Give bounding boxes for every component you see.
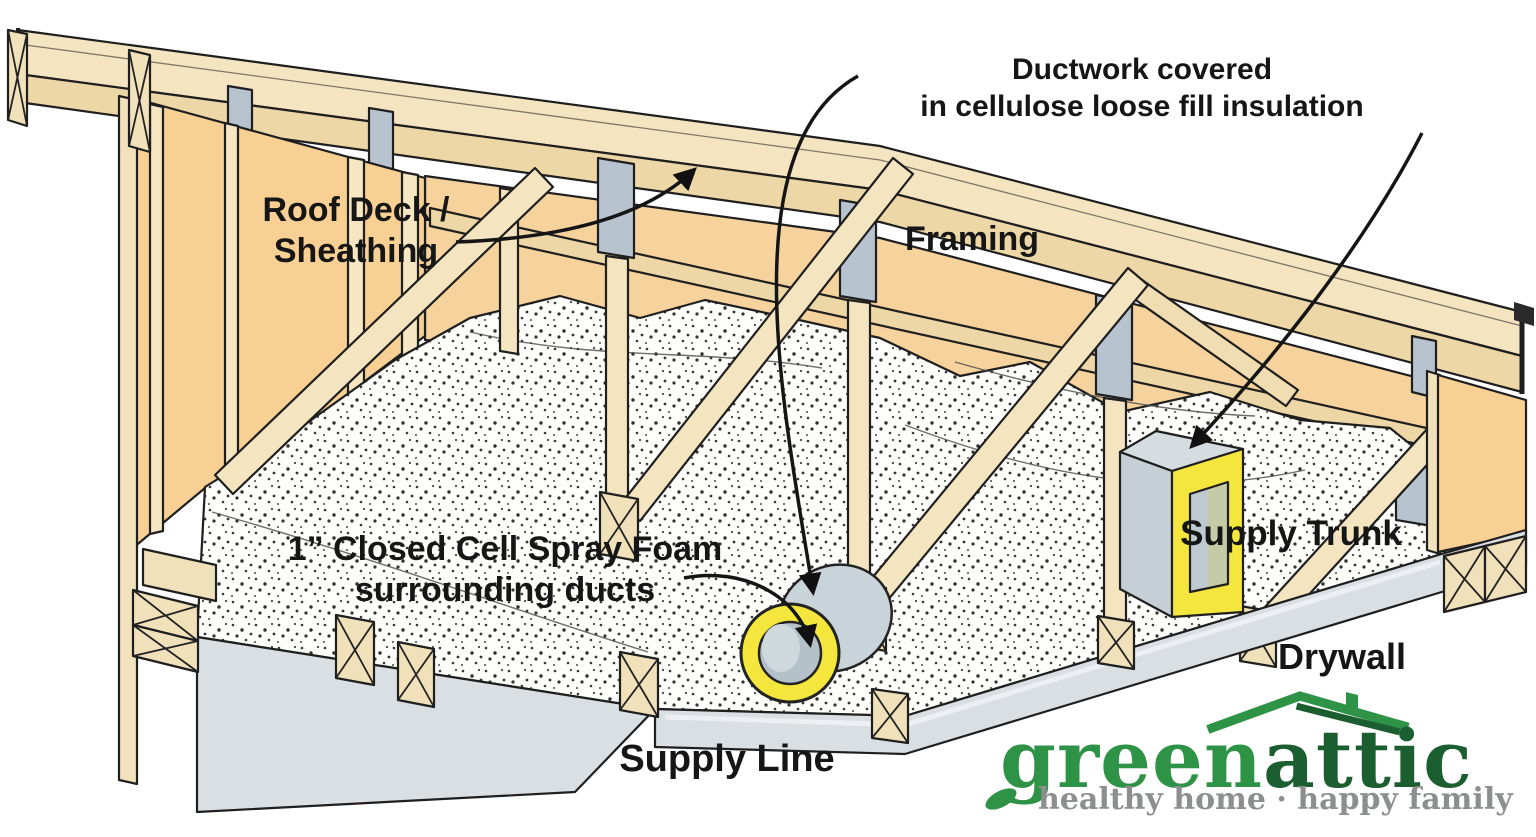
logo-roof-icon bbox=[1206, 691, 1410, 736]
roof-gusset-plates bbox=[226, 84, 1438, 400]
truss-diagonals bbox=[213, 156, 1448, 636]
label-drywall: Drywall bbox=[1277, 636, 1407, 677]
logo-word-attic: attic bbox=[1263, 712, 1473, 806]
supply-trunk-duct bbox=[1118, 429, 1245, 619]
right-wall bbox=[1425, 369, 1528, 556]
label-roof-deck-line1: Roof Deck / bbox=[262, 191, 450, 229]
logo-leaf-icon bbox=[985, 788, 1017, 810]
logo-tagline: healthy home · happy family bbox=[1038, 782, 1513, 817]
arrow-ductwork-to-duct bbox=[774, 74, 859, 597]
callout-arrows bbox=[455, 74, 1424, 649]
label-spray-foam-line1: 1” Closed Cell Spray Foam bbox=[287, 530, 723, 568]
label-ductwork-line2: in cellulose loose fill insulation bbox=[920, 89, 1364, 123]
base-blocking bbox=[131, 534, 1528, 745]
label-supply-trunk: Supply Trunk bbox=[1180, 514, 1402, 553]
label-ductwork-line1: Ductwork covered bbox=[1011, 53, 1273, 86]
logo-wordmark: greenattic bbox=[1000, 712, 1473, 806]
label-spray-foam-line2: surrounding ducts bbox=[354, 571, 656, 610]
label-ductwork: Ductwork covered in cellulose loose fill… bbox=[853, 52, 1431, 125]
label-roof-deck: Roof Deck / Sheathing bbox=[222, 190, 490, 273]
logo-word-green: green bbox=[1000, 712, 1264, 806]
arrow-roof-deck bbox=[455, 167, 697, 244]
label-roof-deck-line2: Sheathing bbox=[273, 232, 439, 271]
arrow-sprayfoam-to-ring bbox=[683, 573, 818, 649]
label-spray-foam: 1” Closed Cell Spray Foam surrounding du… bbox=[243, 529, 767, 612]
eave-blocking bbox=[6, 28, 152, 154]
label-supply-line: Supply Line bbox=[619, 738, 835, 780]
label-framing: Framing bbox=[904, 220, 1040, 258]
arrow-ductwork-to-trunk bbox=[1189, 132, 1424, 449]
